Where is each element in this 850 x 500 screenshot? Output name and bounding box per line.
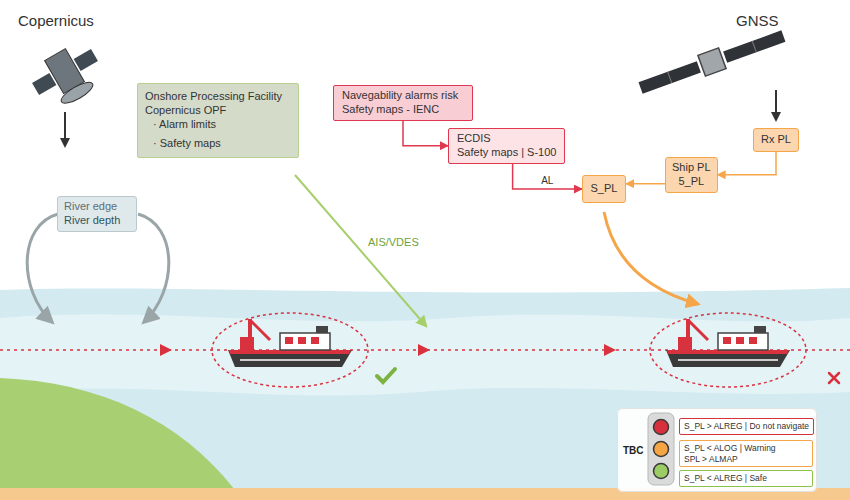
red-light	[654, 420, 669, 435]
box-text: Safety maps - IENC	[342, 103, 464, 117]
box-text: SPL > ALMAP	[684, 454, 808, 465]
box-text: · Safety maps	[145, 137, 291, 151]
data-arc	[27, 214, 58, 322]
process-box: Navegability alarms riskSafety maps - IE…	[333, 85, 473, 121]
process-box: ECDISSafety maps | S-100	[448, 128, 565, 164]
flow-arrow	[403, 121, 448, 146]
river-bank	[0, 378, 235, 490]
process-box: River edgeRiver depth	[57, 196, 137, 232]
box-text: River depth	[64, 214, 130, 228]
cross-mark	[829, 373, 839, 383]
legend-panel: TBCS_PL > ALREG | Do not navigateS_PL < …	[617, 408, 817, 492]
process-box: Rx PL	[753, 128, 799, 152]
process-box: S_PL	[582, 175, 626, 203]
protection-arrow	[604, 212, 698, 304]
river-water	[0, 288, 850, 490]
box-title: S_PL > ALREG | Do not navigate	[684, 421, 809, 432]
check-mark	[377, 369, 395, 382]
box-title: S_PL < ALREG | Safe	[684, 473, 808, 484]
signal-arrow	[775, 90, 777, 120]
flow-arrow	[718, 152, 776, 175]
satellite-name: GNSS	[736, 12, 779, 29]
legend-panel-ground	[617, 408, 817, 492]
ship-icon	[228, 319, 352, 367]
flow-arrow	[513, 164, 582, 190]
box-title: Ship PL	[672, 161, 711, 175]
route-arrow	[418, 344, 430, 356]
link-label: AIS/VDES	[368, 236, 419, 248]
traffic-light	[648, 413, 674, 485]
box-title: S_PL < ALOG | Warning	[684, 443, 808, 454]
process-box: Ship PL5_PL	[665, 157, 718, 193]
downlink-arrow	[64, 112, 66, 146]
box-title: River edge	[64, 200, 130, 214]
safety-zone	[212, 313, 368, 387]
process-box: Onshore Processing Facility Copernicus O…	[137, 83, 299, 158]
process-box: S_PL < ALOG | WarningSPL > ALMAP	[679, 440, 813, 467]
box-title: S_PL	[589, 182, 619, 196]
box-title: Navegability alarms risk	[342, 89, 464, 103]
process-box: S_PL < ALREG | Safe	[679, 470, 813, 487]
gnss-satellite	[637, 26, 787, 99]
green-light	[654, 464, 669, 479]
data-arc	[138, 214, 169, 322]
satellite-name: Copernicus	[18, 12, 94, 29]
ship-icon	[666, 319, 790, 367]
box-title: Rx PL	[760, 133, 792, 147]
flow-arrow	[626, 183, 665, 185]
broadcast-arrow	[295, 175, 426, 326]
amber-light	[654, 442, 669, 457]
edge-label: AL	[539, 175, 555, 186]
box-title: Onshore Processing Facility Copernicus O…	[145, 90, 291, 118]
route-arrow	[160, 344, 172, 356]
copernicus-satellite	[26, 38, 110, 115]
box-text: · Alarm limits	[145, 118, 291, 132]
box-title: ECDIS	[457, 132, 556, 146]
box-text: Safety maps | S-100	[457, 146, 556, 160]
process-box: S_PL > ALREG | Do not navigate	[679, 418, 814, 435]
box-text: 5_PL	[672, 175, 711, 189]
safety-zone	[650, 313, 806, 387]
route-arrow	[604, 344, 616, 356]
